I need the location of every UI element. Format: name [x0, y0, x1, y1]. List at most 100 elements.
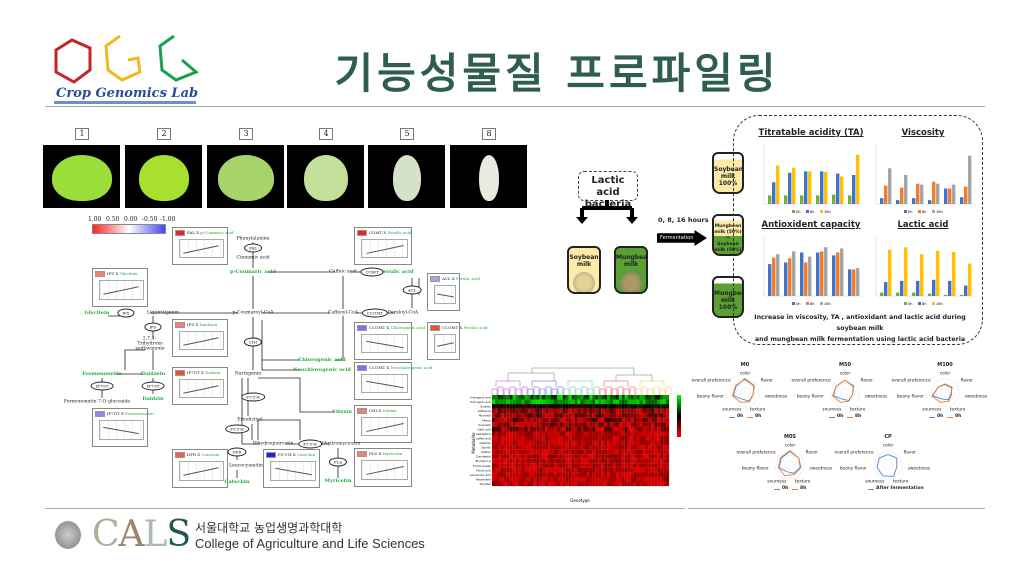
- heatmap-cell: [503, 395, 507, 400]
- bar: [820, 251, 824, 296]
- heatmap-cell: [583, 413, 587, 418]
- heatmap-cell: [648, 399, 652, 405]
- correlation-swatch: [357, 230, 367, 236]
- bar: [824, 247, 828, 296]
- bar: [900, 187, 904, 204]
- heatmap-cell: [663, 417, 667, 423]
- heatmap-cell: [642, 481, 646, 487]
- heatmap-cell: [601, 395, 605, 400]
- heatmap-cell: [604, 472, 608, 477]
- heatmap-cell: [512, 481, 516, 487]
- heatmap-cell: [621, 458, 625, 464]
- heatmap-cell: [601, 399, 605, 405]
- heatmap-cell: [633, 404, 637, 409]
- scatter-plot-area: [270, 461, 316, 481]
- legend-label: 16h: [824, 302, 831, 306]
- heatmap-cell: [624, 467, 628, 473]
- heatmap-cell: [524, 395, 528, 400]
- heatmap-cell: [539, 417, 543, 423]
- heatmap-cell: [630, 454, 634, 459]
- heatmap-cell: [639, 449, 643, 455]
- heatmap-cell: [518, 472, 522, 477]
- correlation-plot: ACL X Ferulic acid: [427, 273, 480, 311]
- heatmap-cell: [551, 440, 555, 446]
- heatmap-cell: [645, 467, 649, 473]
- heatmap-cell: [615, 458, 619, 464]
- heatmap-cell: [539, 472, 543, 477]
- heatmap-cell: [586, 395, 590, 400]
- heatmap-cell: [595, 417, 599, 423]
- heatmap-cell: [592, 435, 596, 441]
- heatmap-cell: [492, 408, 496, 414]
- heatmap-cell: [533, 445, 537, 450]
- heatmap-cell: [530, 426, 534, 432]
- heatmap-cell: [639, 413, 643, 418]
- heatmap-cell: [527, 417, 531, 423]
- heatmap-cell: [565, 454, 569, 459]
- heatmap-cell: [577, 431, 581, 437]
- heatmap-cell: [595, 399, 599, 405]
- heatmap-cell: [492, 463, 496, 468]
- heatmap-cell: [542, 472, 546, 477]
- bar: [920, 184, 924, 204]
- heatmap-cell: [577, 435, 581, 441]
- heatmap-cell: [500, 395, 504, 400]
- heatmap-cell: [583, 417, 587, 423]
- heatmap-cell: [621, 408, 625, 414]
- heatmap-cell: [545, 408, 549, 414]
- heatmap-cell: [633, 422, 637, 427]
- heatmap-cell: [494, 426, 498, 432]
- heatmap-cell: [607, 472, 611, 477]
- metabolite-node: Formononetin 7-O-glucoside: [63, 399, 131, 405]
- heatmap-cell: [530, 458, 534, 464]
- heatmap-cell: [530, 463, 534, 468]
- legend-swatch: [904, 302, 907, 305]
- heatmap-cell: [592, 467, 596, 473]
- heatmap-cell: [494, 417, 498, 423]
- heatmap-cell: [492, 435, 496, 441]
- heatmap-cell: [636, 458, 640, 464]
- heatmap-cell: [503, 422, 507, 427]
- heatmap-cell: [509, 395, 513, 400]
- heatmap-cell: [524, 467, 528, 473]
- heatmap-cell: [509, 413, 513, 418]
- heatmap-cell: [612, 481, 616, 487]
- heatmap-cell: [607, 395, 611, 400]
- heatmap-cell: [512, 417, 516, 423]
- heatmap-cell: [530, 440, 534, 446]
- heatmap-cell: [618, 417, 622, 423]
- heatmap-cell: [545, 449, 549, 455]
- bar: [912, 198, 916, 204]
- radar-series: [777, 450, 802, 477]
- heatmap-cell: [506, 395, 510, 400]
- bar: [848, 195, 852, 204]
- heatmap-cell: [624, 399, 628, 405]
- heatmap-cell: [592, 413, 596, 418]
- heatmap-cell: [527, 476, 531, 482]
- jar-label: Soybean milk (50%): [714, 242, 742, 253]
- heatmap-cell: [654, 463, 658, 468]
- heatmap-cell: [548, 431, 552, 437]
- heatmap-cell: [512, 404, 516, 409]
- heatmap-cell: [527, 445, 531, 450]
- heatmap-cell: [577, 440, 581, 446]
- heatmap-cell: [548, 395, 552, 400]
- heatmap-cell: [627, 404, 631, 409]
- heatmap-cell: [630, 395, 634, 400]
- heatmap-cell: [621, 399, 625, 405]
- scatter-plot-area: [434, 334, 456, 353]
- heatmap-cell: [521, 426, 525, 432]
- scatter-plot-area: [179, 331, 224, 350]
- heatmap-cell: [536, 467, 540, 473]
- bar: [776, 254, 780, 296]
- heatmap-cell: [621, 481, 625, 487]
- radar-axis-label: overall preference: [691, 378, 731, 384]
- heatmap-cell: [586, 426, 590, 432]
- heatmap-cell: [660, 458, 664, 464]
- heatmap-cell: [559, 440, 563, 446]
- heatmap-cell: [583, 449, 587, 455]
- heatmap-cell: [663, 467, 667, 473]
- heatmap-cell: [556, 472, 560, 477]
- heatmap-cell: [494, 472, 498, 477]
